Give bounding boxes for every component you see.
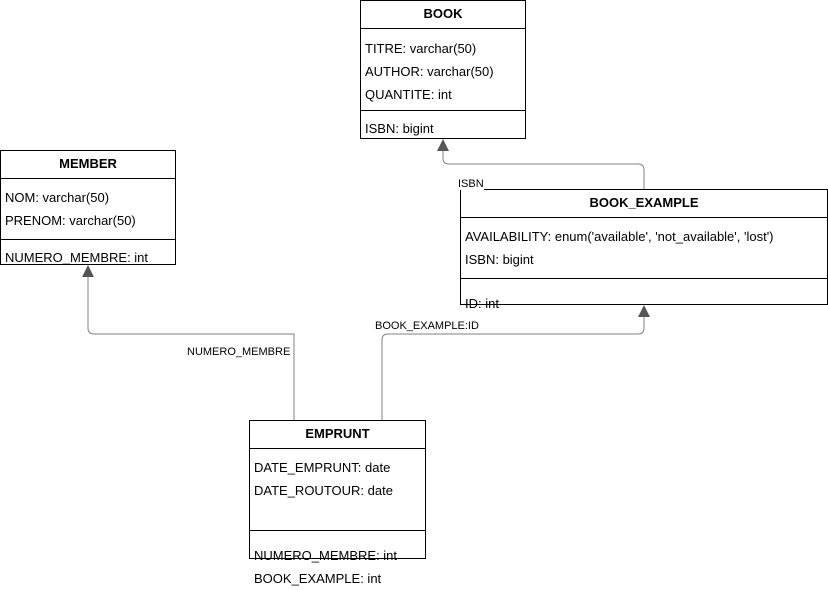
key-section: ID: int [461,279,827,315]
entity-title: BOOK_EXAMPLE [461,190,827,218]
key-section: NUMERO_MEMBRE: int BOOK_EXAMPLE: int [250,531,425,590]
entity-title: EMPRUNT [250,421,425,449]
attribute-section: AVAILABILITY: enum('available', 'not_ava… [461,218,827,279]
arrowhead-to-book-example [638,305,650,317]
arrowhead-to-member [82,265,94,277]
attribute-section: TITRE: varchar(50) AUTHOR: varchar(50) Q… [361,29,525,111]
key-field: ID: int [465,296,499,311]
entity-book[interactable]: BOOK TITRE: varchar(50) AUTHOR: varchar(… [360,0,526,139]
connector-layer [82,139,650,420]
attribute-field: ISBN: bigint [465,252,534,267]
entity-title: BOOK [361,1,525,29]
connector-isbn [442,150,645,189]
key-field: NUMERO_MEMBRE: int [254,548,398,563]
attribute-field: NOM: varchar(50) [5,190,110,205]
attribute-field: AVAILABILITY: enum('available', 'not_ava… [465,229,774,244]
key-section: ISBN: bigint [361,111,525,140]
attribute-field: DATE_ROUTOUR: date [254,483,393,498]
key-field: NUMERO_MEMBRE: int [5,250,149,265]
arrowhead-to-book [437,139,449,151]
attribute-field: QUANTITE: int [365,87,452,102]
attribute-section: NOM: varchar(50) PRENOM: varchar(50) [1,179,175,240]
key-field: BOOK_EXAMPLE: int [254,571,382,586]
connector-label-book-example-id: BOOK_EXAMPLE:ID [375,320,479,332]
attribute-field: AUTHOR: varchar(50) [365,64,494,79]
attribute-field: TITRE: varchar(50) [365,41,477,56]
connector-numero-membre [87,277,295,420]
key-field: ISBN: bigint [365,121,434,136]
attribute-field: PRENOM: varchar(50) [5,213,136,228]
attribute-field: DATE_EMPRUNT: date [254,460,391,475]
entity-emprunt[interactable]: EMPRUNT DATE_EMPRUNT: date DATE_ROUTOUR:… [249,420,426,586]
connector-label-isbn: ISBN [458,178,484,190]
connector-book-example-id [381,317,645,420]
entity-member[interactable]: MEMBER NOM: varchar(50) PRENOM: varchar(… [0,150,176,265]
entity-book-example[interactable]: BOOK_EXAMPLE AVAILABILITY: enum('availab… [460,189,828,311]
entity-title: MEMBER [1,151,175,179]
key-section: NUMERO_MEMBRE: int [1,240,175,269]
attribute-section: DATE_EMPRUNT: date DATE_ROUTOUR: date [250,449,425,531]
connector-label-numero-membre: NUMERO_MEMBRE [187,346,291,358]
